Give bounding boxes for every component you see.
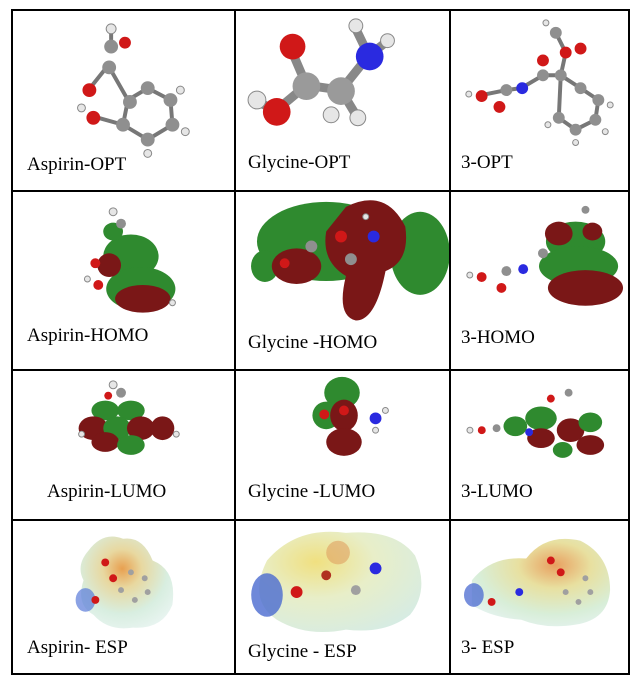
- cell-3-homo: 3-HOMO: [449, 190, 630, 371]
- caption-glycine-opt: Glycine-OPT: [248, 152, 351, 173]
- caption-aspirin-lumo: Aspirin-LUMO: [47, 481, 167, 502]
- cell-glycine-homo: Glycine -HOMO: [234, 190, 451, 371]
- caption-glycine-lumo: Glycine -LUMO: [248, 481, 376, 502]
- compound-3-esp-surface: [463, 538, 611, 627]
- caption-glycine-homo: Glycine -HOMO: [248, 332, 378, 353]
- glycine-esp-surface: [251, 531, 422, 633]
- caption-aspirin-opt: Aspirin-OPT: [27, 154, 127, 175]
- aspirin-esp-surface: [75, 536, 174, 629]
- caption-aspirin-esp: Aspirin- ESP: [27, 637, 128, 658]
- molecule-figure-table: Aspirin-OPT Glycin: [11, 9, 630, 675]
- cell-aspirin-homo: Aspirin-HOMO: [11, 190, 236, 371]
- caption-aspirin-homo: Aspirin-HOMO: [27, 325, 149, 346]
- glycine-opt-structure: [247, 18, 395, 127]
- cell-3-opt: 3-OPT: [449, 9, 630, 192]
- compound-3-opt-structure: [465, 19, 614, 146]
- cell-glycine-esp: Glycine - ESP: [234, 519, 451, 675]
- caption-glycine-esp: Glycine - ESP: [248, 641, 357, 662]
- compound-3-lumo-orbital: [466, 388, 605, 458]
- cell-glycine-lumo: Glycine -LUMO: [234, 369, 451, 521]
- glycine-lumo-orbital: [312, 376, 389, 456]
- caption-3-esp: 3- ESP: [461, 637, 515, 658]
- caption-3-homo: 3-HOMO: [461, 327, 535, 348]
- aspirin-opt-structure: [77, 23, 190, 158]
- cell-aspirin-lumo: Aspirin-LUMO: [11, 369, 236, 521]
- aspirin-lumo-orbital: [78, 380, 180, 455]
- aspirin-homo-orbital: [83, 207, 176, 313]
- compound-3-homo-orbital: [466, 205, 624, 306]
- cell-aspirin-opt: Aspirin-OPT: [11, 9, 236, 192]
- cell-3-lumo: 3-LUMO: [449, 369, 630, 521]
- caption-3-opt: 3-OPT: [461, 152, 513, 173]
- caption-3-lumo: 3-LUMO: [461, 481, 533, 502]
- cell-glycine-opt: Glycine-OPT: [234, 9, 451, 192]
- cell-aspirin-esp: Aspirin- ESP: [11, 519, 236, 675]
- glycine-homo-orbital: [251, 200, 448, 321]
- cell-3-esp: 3- ESP: [449, 519, 630, 675]
